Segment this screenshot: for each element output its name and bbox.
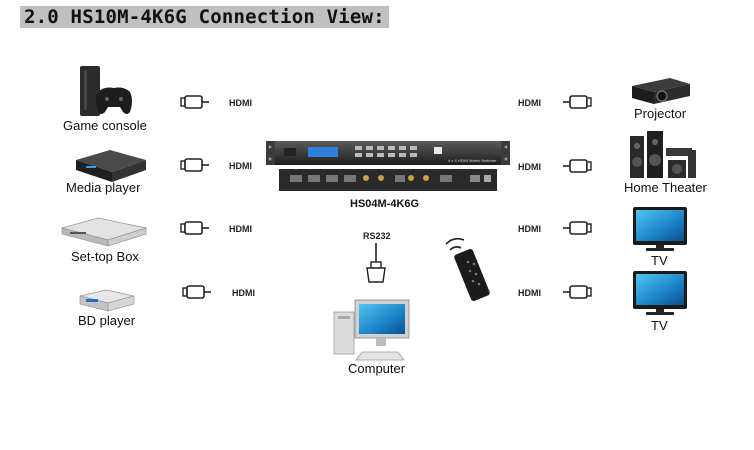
hdmi-plug-icon (562, 159, 592, 173)
matrix-switcher-front-icon (266, 141, 510, 165)
hdmi-plug-icon (562, 95, 592, 109)
hdmi-plug-icon (562, 285, 592, 299)
switch-panel-text: 4 x 4 HDMI Matrix Switcher (448, 158, 497, 163)
hdmi-port-label: HDMI (518, 162, 541, 172)
source-label: Set-top Box (71, 249, 139, 264)
computer-label: Computer (348, 361, 406, 376)
source-label: Game console (63, 118, 147, 133)
set-top-box-icon (60, 217, 148, 247)
hdmi-plug-icon (182, 285, 212, 299)
hdmi-port-label: HDMI (518, 288, 541, 298)
hdmi-port-label: HDMI (518, 224, 541, 234)
tv-icon (633, 207, 687, 251)
projector-icon (632, 78, 690, 104)
home-theater-icon (630, 131, 696, 178)
hdmi-plug-icon (562, 221, 592, 235)
rs232-connector-icon (366, 243, 386, 283)
hdmi-port-label: HDMI (229, 98, 252, 108)
source-label: Media player (66, 180, 141, 195)
hdmi-plug-icon (180, 95, 210, 109)
hdmi-port-label: HDMI (229, 161, 252, 171)
hdmi-plug-icon (180, 158, 210, 172)
game-console-icon (80, 66, 132, 116)
hdmi-port-label: HDMI (518, 98, 541, 108)
display-label: Projector (634, 106, 687, 121)
hdmi-plug-icon (180, 221, 210, 235)
hdmi-port-label: HDMI (229, 224, 252, 234)
display-label: Home Theater (624, 180, 707, 195)
display-label: TV (651, 253, 668, 268)
source-label: BD player (78, 313, 136, 328)
hdmi-port-label: HDMI (232, 288, 255, 298)
switch-model-label: HS04M-4K6G (350, 198, 420, 210)
rs232-label: RS232 (363, 231, 391, 241)
bd-player-icon (79, 289, 135, 312)
tv-icon (633, 271, 687, 315)
media-player-icon (76, 150, 146, 182)
matrix-switcher-back-icon (279, 169, 497, 191)
page-title: 2.0 HS10M-4K6G Connection View: (20, 6, 389, 28)
display-label: TV (651, 318, 668, 333)
computer-icon (333, 299, 410, 361)
remote-control-icon (445, 237, 490, 302)
